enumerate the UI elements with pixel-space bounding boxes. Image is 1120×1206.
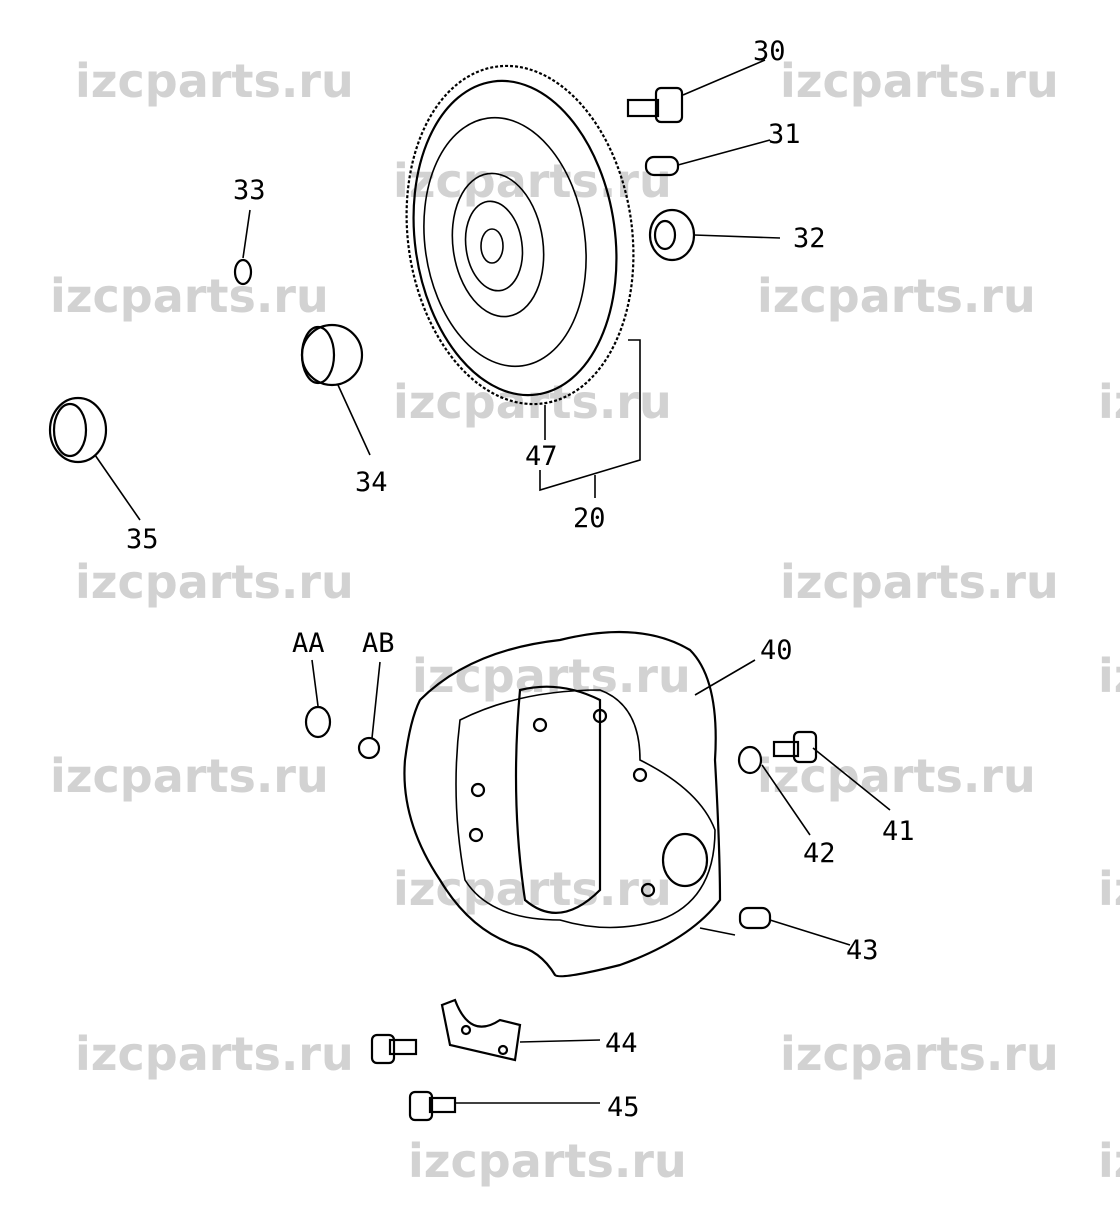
label-34: 34 (355, 467, 388, 498)
watermark: izcparts.ru (393, 154, 672, 208)
bolt-30 (626, 86, 684, 124)
plug-AA (304, 705, 332, 739)
bolt-41 (772, 730, 818, 764)
watermark: izcparts.ru (50, 749, 329, 803)
watermark: izcparts.ru (780, 555, 1059, 609)
watermark: izcparts.ru (75, 1027, 354, 1081)
label-31: 31 (768, 119, 801, 150)
label-AA: AA (292, 628, 325, 659)
watermark: izcparts.ru (75, 54, 354, 108)
watermark: izcparts.ru (393, 862, 672, 916)
seal-35 (48, 396, 108, 464)
watermark: izcparts.ru (1098, 862, 1120, 916)
bolt-44 (370, 1033, 418, 1065)
label-30: 30 (753, 36, 786, 67)
label-32: 32 (793, 223, 826, 254)
watermark: izcparts.ru (75, 555, 354, 609)
label-35: 35 (126, 524, 159, 555)
watermark: izcparts.ru (393, 375, 672, 429)
washer-42 (737, 745, 763, 775)
bearing-32 (648, 208, 696, 262)
plate-44 (440, 998, 522, 1062)
label-33: 33 (233, 175, 266, 206)
label-AB: AB (362, 628, 395, 659)
pin-31 (644, 155, 680, 177)
watermarks: izcparts.ru izcparts.ru izcparts.ru izcp… (50, 54, 1120, 1188)
watermark: izcparts.ru (50, 269, 329, 323)
watermark: izcparts.ru (757, 749, 1036, 803)
label-47: 47 (525, 441, 558, 472)
watermark: izcparts.ru (1098, 649, 1120, 703)
watermark: izcparts.ru (780, 1027, 1059, 1081)
label-20: 20 (573, 503, 606, 534)
washer-AB (357, 736, 381, 760)
pin-43 (738, 906, 772, 930)
watermark: izcparts.ru (408, 1134, 687, 1188)
callout-labels: 30 31 32 33 34 35 47 20 AA AB 40 41 42 4… (126, 36, 915, 1123)
label-42: 42 (803, 838, 836, 869)
watermark: izcparts.ru (780, 54, 1059, 108)
watermark: izcparts.ru (1098, 375, 1120, 429)
flywheel-housing-40 (403, 630, 722, 978)
label-41: 41 (882, 816, 915, 847)
watermark: izcparts.ru (412, 649, 691, 703)
label-40: 40 (760, 635, 793, 666)
watermark: izcparts.ru (757, 269, 1036, 323)
bolt-45 (408, 1090, 457, 1122)
flywheel-part (405, 64, 635, 406)
label-44: 44 (605, 1028, 638, 1059)
seal-34 (300, 323, 364, 387)
label-43: 43 (846, 935, 879, 966)
label-45: 45 (607, 1092, 640, 1123)
watermark: izcparts.ru (1098, 1134, 1120, 1188)
ring-33 (233, 258, 253, 286)
